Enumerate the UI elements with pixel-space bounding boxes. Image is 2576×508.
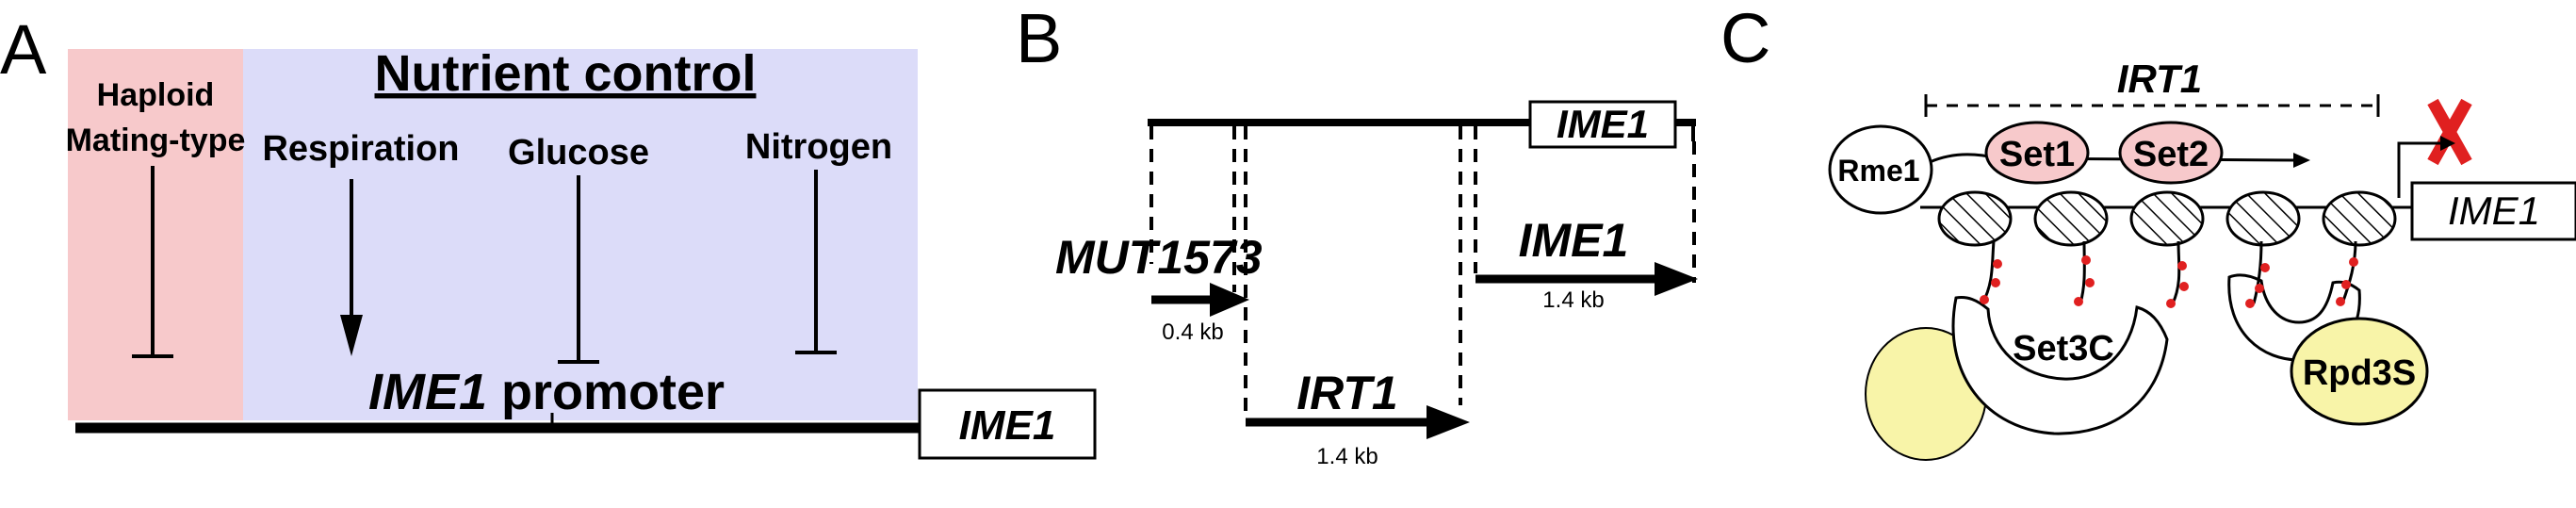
panel-b-dashed-guides: [1149, 126, 1696, 415]
methyl-mark: [2085, 278, 2095, 287]
set1-label: Set1: [1999, 135, 2075, 174]
nucleosome: [2033, 190, 2109, 247]
methyl-mark: [2074, 297, 2083, 306]
methyl-mark: [1991, 278, 2000, 287]
panel-c: C IRT1 Rme1 Set1 Set2 IME1: [1720, 0, 2576, 461]
ime1-arrowhead: [1655, 262, 1698, 296]
nucleosome: [2322, 190, 2397, 247]
methyl-mark: [2166, 299, 2176, 308]
nucleosome: [1937, 190, 2013, 247]
nucleosome: [2129, 190, 2205, 247]
set3c-shape: [1951, 296, 2169, 435]
rpd3s-yellow-subunit: [2290, 317, 2429, 426]
panel-b-letter: B: [1016, 0, 1062, 77]
nitrogen-label: Nitrogen: [745, 127, 892, 167]
tss-arrow: [2397, 141, 2446, 198]
mut1573-size: 0.4 kb: [1162, 320, 1223, 345]
methyl-mark: [1993, 259, 2002, 269]
nucleosome-row: [1937, 190, 2397, 247]
methyl-mark: [2260, 263, 2270, 272]
histone-tail: [2252, 240, 2263, 304]
irt1-size: 1.4 kb: [1316, 444, 1378, 469]
respiration-arrowhead: [340, 315, 363, 356]
methyl-mark: [1980, 295, 1989, 304]
irt1-label: IRT1: [1296, 367, 1397, 419]
histone-tails: [1981, 240, 2357, 304]
histone-tail: [2079, 240, 2086, 304]
haploid-region: [68, 49, 243, 420]
methyl-mark: [2179, 282, 2189, 291]
panel-b-gene-label: IME1: [1557, 102, 1649, 146]
methyl-mark: [2349, 257, 2358, 267]
glucose-label: Glucose: [508, 133, 649, 172]
ime1-transcript-label: IME1: [1519, 214, 1629, 267]
mut1573-label: MUT1573: [1055, 231, 1263, 284]
panel-a-letter: A: [0, 10, 47, 89]
promoter-word: promoter: [487, 364, 725, 420]
mating-type-label: Mating-type: [66, 123, 246, 158]
transcript-arrowhead: [2293, 153, 2310, 168]
panel-a-gene-box: [918, 388, 1097, 460]
rpd3s-label: Rpd3S: [2303, 353, 2416, 393]
promoter-gene-name: IME1: [368, 364, 487, 420]
nucleosome: [2225, 190, 2301, 247]
irt1-arrowhead: [1427, 405, 1470, 439]
methyl-mark: [2245, 299, 2255, 308]
rme1-shape: [1828, 124, 1933, 215]
set1-shape: [1984, 121, 2090, 185]
panel-c-letter: C: [1720, 0, 1770, 77]
methyl-mark: [2177, 261, 2187, 270]
mut1573-arrowhead: [1210, 283, 1249, 317]
histone-tail: [2340, 240, 2357, 304]
nutrient-control-title: Nutrient control: [375, 45, 757, 102]
panel-a: A Haploid Mating-type Nutrient control R…: [0, 10, 1097, 460]
red-x-icon: [2427, 98, 2472, 166]
ime1-size: 1.4 kb: [1542, 287, 1604, 313]
methyl-mark: [2081, 255, 2091, 265]
set2-shape: [2118, 121, 2224, 185]
tss-arrowhead: [2440, 136, 2455, 151]
panel-b-gene-box: [1528, 100, 1677, 149]
methyl-marks: [1980, 255, 2358, 308]
methyl-mark: [2336, 297, 2345, 306]
respiration-label: Respiration: [262, 129, 459, 169]
histone-tail: [1981, 240, 1996, 304]
panel-c-gene-box: [2410, 181, 2576, 241]
methyl-mark: [2341, 280, 2351, 289]
panel-b: B IME1 MUT1573 0.4 kb IRT1 1.4 kb IME1 1…: [1016, 0, 1698, 469]
histone-tail: [2171, 240, 2181, 304]
rme1-label: Rme1: [1837, 154, 1919, 188]
methyl-mark: [2255, 284, 2264, 293]
panel-c-gene-label: IME1: [2448, 188, 2540, 233]
panel-c-irt1-label: IRT1: [2117, 57, 2202, 101]
haploid-label: Haploid: [97, 77, 215, 113]
ime1-promoter-label: IME1 promoter: [368, 364, 725, 420]
set3c-label: Set3C: [2013, 329, 2114, 369]
set2-label: Set2: [2133, 135, 2209, 174]
panel-a-gene-label: IME1: [959, 402, 1056, 449]
